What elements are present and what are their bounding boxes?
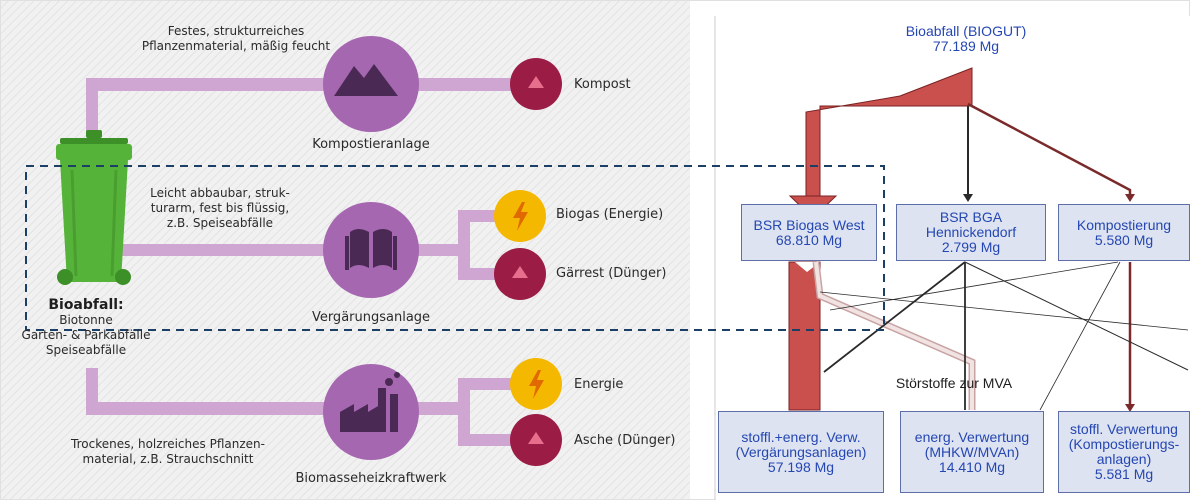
impurities-label: Störstoffe zur MVA [895,375,1013,391]
mountain-icon [334,64,398,96]
facility-line: BSR Biogas West [753,216,865,233]
highlight-frame [25,165,885,331]
outcome-line: stoffl. Verwertung [1070,421,1178,437]
note-line: Pflanzenmaterial, mäßig feucht [141,39,331,53]
factory-icon [340,372,400,432]
facility-line: 5.580 Mg [1094,231,1154,248]
outcome-line: anlagen) [1096,451,1152,467]
note-line: turarm, fest bis flüssig, [150,201,290,215]
asche-label: Asche (Dünger) [574,433,676,448]
outcome-vergaerung: stoffl.+energ. Verw. (Vergärungsanlagen)… [718,411,884,493]
facility-bga-hennickendorf: BSR BGA Hennickendorf 2.799 Mg [896,204,1046,261]
lightning-icon [513,202,528,231]
kompostieranlage-node [323,36,419,132]
triangle-icon [528,432,544,444]
note-line: Festes, strukturreiches [167,24,305,38]
asche-output-node [510,414,562,466]
vergaerung-input-note: Leicht abbaubar, struk- turarm, fest bis… [130,186,310,231]
vergaerungsanlage-node [323,202,419,298]
facility-line: BSR BGA [939,209,1003,225]
source-amount: 77.189 Mg [932,38,1000,54]
outcome-line: (MHKW/MVAn) [924,443,1020,460]
biogas-label: Biogas (Energie) [556,207,664,222]
note-line: z.B. Speiseabfälle [166,216,274,230]
outcome-line: 57.198 Mg [767,458,835,475]
facility-biogas-west: BSR Biogas West 68.810 Mg [741,204,877,261]
facility-kompostierung: Kompostierung 5.580 Mg [1058,204,1190,261]
biomasseheizkraftwerk-node [323,364,419,460]
bioabfall-label: Bioabfall: Biotonne Garten- & Parkabfäll… [4,298,168,358]
energie-label: Energie [574,377,624,392]
biomasseheizkraftwerk-label: Biomasseheizkraftwerk [295,471,447,486]
bin-line: Garten- & Parkabfälle [21,328,151,342]
outcome-line: stoffl.+energ. Verw. [741,428,861,445]
kompost-label: Kompost [574,77,631,92]
bioabfall-colon: : [118,297,124,313]
triangle-icon [512,266,528,278]
facility-line: Hennickendorf [925,224,1017,240]
biotonne-bin-icon [56,130,132,285]
outcome-line: 5.581 Mg [1094,466,1154,482]
source-label: Bioabfall (BIOGUT) 77.189 Mg [866,24,1066,54]
triangle-icon [528,76,544,88]
facility-line: 68.810 Mg [775,231,843,248]
vergaerungsanlage-label: Vergärungsanlage [311,310,431,325]
note-line: material, z.B. Strauchschnitt [82,452,254,466]
bin-line: Biotonne [59,313,113,327]
gaerrest-label: Gärrest (Dünger) [556,266,667,281]
outcome-line: (Kompostierungs- [1068,436,1180,452]
kompost-input-note: Festes, strukturreiches Pflanzenmaterial… [96,24,376,54]
biogas-output-node [494,190,546,242]
outcome-line: energ. Verwertung [914,428,1030,445]
flow-network [788,67,1189,412]
outcome-line: 14.410 Mg [938,458,1006,475]
biomasse-input-note: Trockenes, holzreiches Pflanzen- materia… [44,437,292,467]
gaerrest-output-node [494,248,546,300]
kompost-output-node [510,58,562,110]
outcome-mhkw: energ. Verwertung (MHKW/MVAn) 14.410 Mg [900,411,1044,493]
note-line: Trockenes, holzreiches Pflanzen- [71,437,265,451]
energie-output-node [510,358,562,410]
bin-line: Speiseabfälle [45,343,127,357]
outcome-kompostierung: stoffl. Verwertung (Kompostierungs- anla… [1058,411,1190,493]
source-name: Bioabfall (BIOGUT) [905,23,1027,39]
open-book-icon [345,229,397,270]
note-line: Leicht abbaubar, struk- [150,186,290,200]
lightning-icon [529,370,544,399]
facility-line: 2.799 Mg [941,239,1001,255]
bioabfall-title: Bioabfall [48,297,119,313]
kompostieranlage-label: Kompostieranlage [312,137,430,152]
facility-line: Kompostierung [1076,216,1172,233]
outcome-line: (Vergärungsanlagen) [735,443,867,460]
bioabfall-title-line: Bioabfall: [4,298,168,313]
